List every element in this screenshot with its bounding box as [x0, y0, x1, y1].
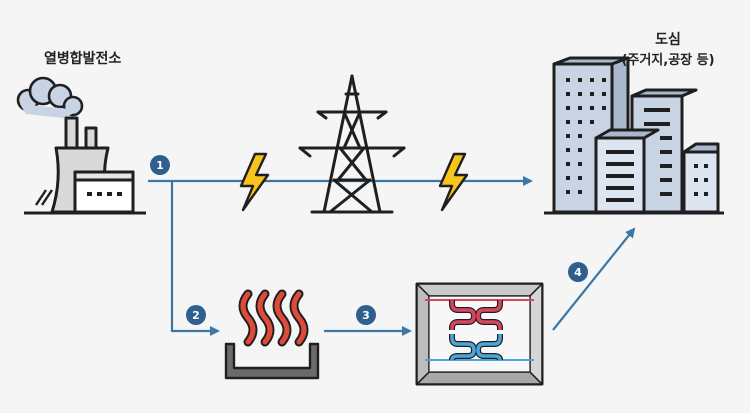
- city-buildings-icon: [544, 56, 724, 215]
- step-badge-4: 4: [568, 262, 588, 282]
- heat-exchanger-icon: [415, 282, 544, 386]
- step-number: 1: [156, 159, 164, 172]
- building-windows: [566, 78, 708, 202]
- smoke-cloud: [16, 76, 84, 118]
- city-subtitle-label: (주거지,공장 등): [621, 53, 715, 68]
- step-number: 3: [362, 309, 370, 322]
- city-title-label: 도심: [655, 32, 681, 48]
- step-badge-3: 3: [356, 305, 376, 325]
- step-badge-2: 2: [186, 305, 206, 325]
- lightning-bolt-icon: [239, 152, 270, 212]
- power-plant-icon: [16, 76, 146, 215]
- step-badge-1: 1: [150, 155, 170, 175]
- step-number: 2: [192, 309, 200, 322]
- lightning-bolt-icon: [438, 152, 469, 212]
- power-plant-label: 열병합발전소: [44, 51, 122, 67]
- arrow-exchanger-to-city: [552, 227, 636, 331]
- arrow-plant-to-storage: [170, 181, 220, 336]
- heat-storage-icon: [224, 289, 320, 380]
- step-number: 4: [574, 266, 582, 279]
- transmission-tower-icon: [298, 74, 406, 214]
- storage-tray: [224, 342, 320, 380]
